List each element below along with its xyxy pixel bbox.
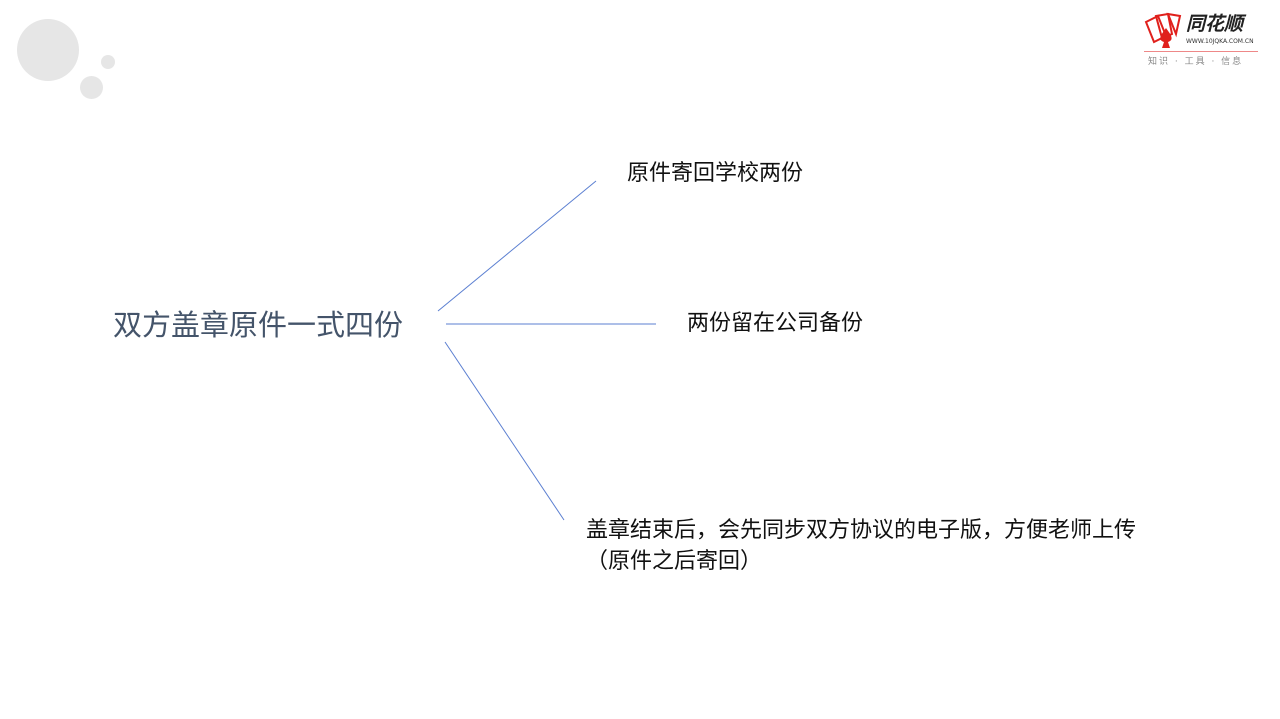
logo-divider <box>1144 51 1258 52</box>
brand-logo: 同花顺 WWW.10JQKA.COM.CN 知识 · 工具 · 信息 <box>1140 10 1264 74</box>
logo-name: 同花顺 <box>1186 13 1244 35</box>
decor-circle-large <box>17 19 79 81</box>
logo-url: WWW.10JQKA.COM.CN <box>1186 38 1254 45</box>
decor-circle-medium <box>80 76 103 99</box>
mindmap-root: 双方盖章原件一式四份 <box>113 308 404 342</box>
mindmap-branch-3: 盖章结束后，会先同步双方协议的电子版，方便老师上传 <box>586 518 1137 543</box>
cards-spade-icon <box>1144 12 1182 48</box>
mindmap-branch-3-note: （原件之后寄回） <box>586 549 763 574</box>
connector-branch-1 <box>437 180 597 312</box>
mindmap-branch-2: 两份留在公司备份 <box>687 311 864 336</box>
decor-circle-small <box>101 55 115 69</box>
logo-tagline: 知识 · 工具 · 信息 <box>1148 57 1244 67</box>
mindmap-branch-1: 原件寄回学校两份 <box>627 161 804 186</box>
connector-branch-3 <box>444 341 565 521</box>
